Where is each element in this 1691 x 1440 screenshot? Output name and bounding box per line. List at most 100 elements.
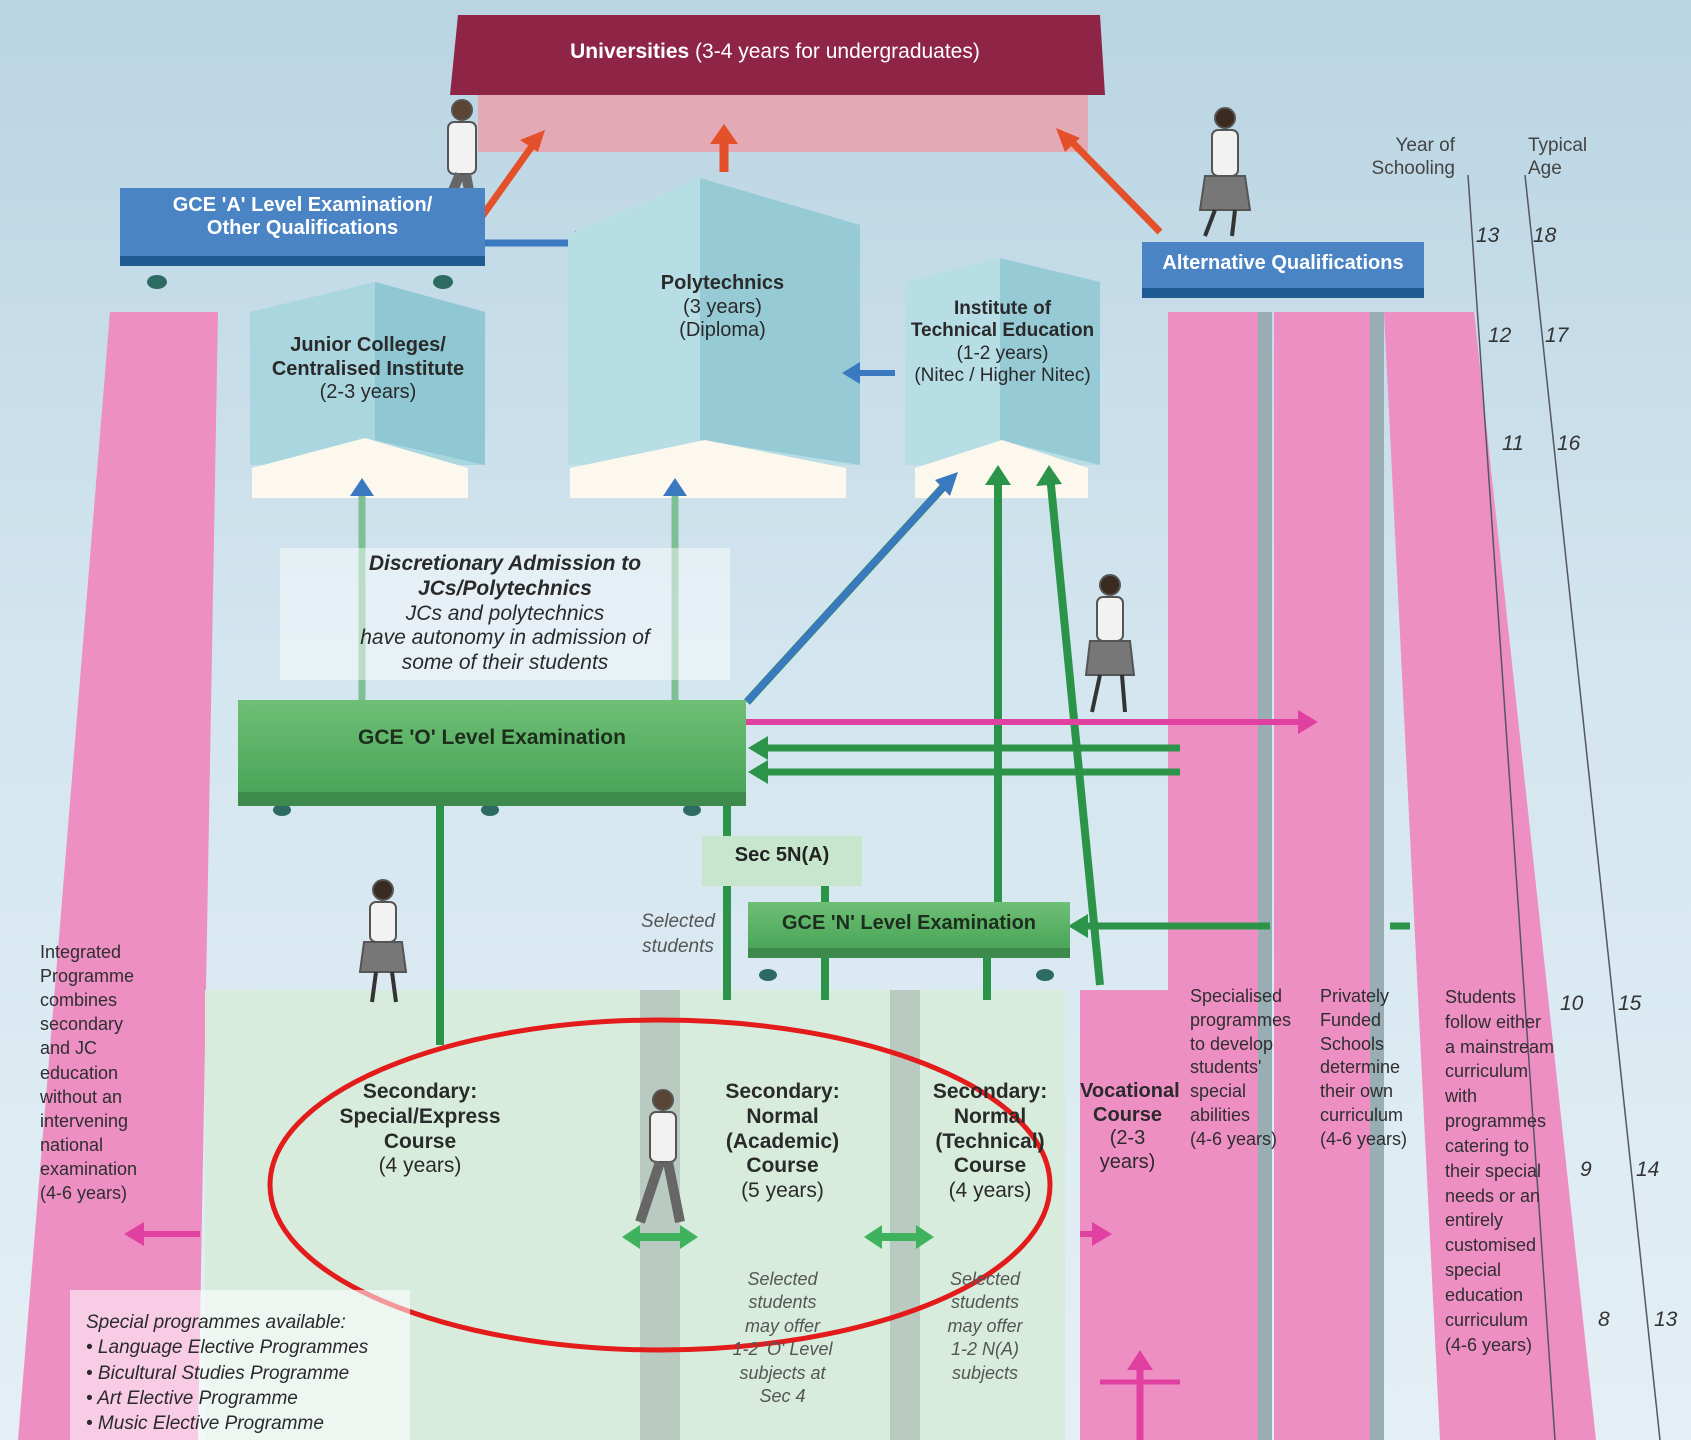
discretionary-line3: some of their students xyxy=(401,651,609,675)
nt-line1: Secondary: xyxy=(932,1080,1048,1103)
age-label-line2: Age xyxy=(1528,157,1562,179)
integrated-line: Programme xyxy=(40,966,135,987)
express-course-label: Secondary: Special/Express Course (4 yea… xyxy=(320,1080,520,1179)
ite-label: Institute of Technical Education (1-2 ye… xyxy=(905,298,1100,388)
nt-note-line: Selected xyxy=(949,1269,1021,1289)
normal-academic-label: Secondary: Normal (Academic) Course (5 y… xyxy=(700,1080,865,1204)
o-level-label: GCE 'O' Level Examination xyxy=(358,726,626,749)
specialised-line: programmes xyxy=(1190,1009,1292,1030)
privately-line: Schools xyxy=(1320,1033,1385,1054)
n-level-label: GCE 'N' Level Examination xyxy=(781,912,1037,934)
na-line1: Secondary: xyxy=(725,1080,840,1103)
universities-detail: (3-4 years for undergraduates) xyxy=(695,40,980,63)
alternative-qualifications-bar: Alternative Qualifications xyxy=(1142,242,1424,298)
voc-years1: (2-3 xyxy=(1109,1127,1146,1150)
special-ed-line: their special xyxy=(1445,1160,1542,1181)
jc-line1: Junior Colleges/ xyxy=(290,334,446,356)
specialised-line: Specialised xyxy=(1190,986,1283,1006)
integrated-line: combines xyxy=(40,990,118,1011)
scale-age: 16 xyxy=(1557,432,1581,455)
poly-years: (3 years) xyxy=(683,295,762,318)
discretionary-line1: JCs and polytechnics xyxy=(405,601,605,625)
na-note-line: Selected xyxy=(747,1269,818,1289)
scale-year: 9 xyxy=(1580,1158,1592,1181)
integrated-line: and JC xyxy=(40,1038,98,1059)
scale-year: 10 xyxy=(1560,992,1584,1015)
integrated-line: national xyxy=(40,1134,104,1155)
nt-line3: (Technical) xyxy=(935,1129,1045,1153)
special-programmes-title: Special programmes available: xyxy=(86,1312,346,1333)
special-ed-line: curriculum xyxy=(1445,1061,1529,1082)
normal-technical-label: Secondary: Normal (Technical) Course (4 … xyxy=(915,1080,1065,1204)
scale-year: 12 xyxy=(1488,324,1512,347)
age-label-line1: Typical xyxy=(1528,135,1588,156)
na-note-line: may offer xyxy=(744,1315,821,1336)
special-ed-line: special xyxy=(1445,1260,1502,1281)
specialised-line: to develop xyxy=(1190,1033,1274,1054)
express-line2: Special/Express xyxy=(339,1104,501,1128)
selected-line2: students xyxy=(642,935,714,957)
privately-line: Funded xyxy=(1320,1009,1382,1030)
scale-year: 13 xyxy=(1476,224,1500,247)
universities-title: Universities xyxy=(570,40,690,63)
express-years: (4 years) xyxy=(378,1154,462,1178)
selected-students-note: Selected students xyxy=(628,910,728,959)
scale-age: 14 xyxy=(1636,1158,1660,1181)
scale-age: 18 xyxy=(1533,224,1557,247)
privately-funded-text: Privately Funded Schools determine their… xyxy=(1320,985,1420,1151)
na-line4: Course xyxy=(746,1154,819,1178)
junior-colleges-label: Junior Colleges/ Centralised Institute (… xyxy=(252,334,484,405)
vocational-course-label: Vocational Course (2-3 years) xyxy=(1080,1080,1180,1174)
voc-line1: Vocational xyxy=(1080,1080,1180,1102)
specialised-line: abilities xyxy=(1190,1104,1251,1125)
nt-note-line: subjects xyxy=(951,1362,1019,1383)
year-label-line2: Schooling xyxy=(1371,157,1455,179)
integrated-line: examination xyxy=(40,1158,138,1179)
highlight-ellipse xyxy=(267,1017,1053,1353)
integrated-line: secondary xyxy=(40,1014,124,1035)
student-figure-o-level xyxy=(1084,574,1136,713)
jc-years: (2-3 years) xyxy=(319,381,417,404)
universities-label: Universities (3-4 years for undergraduat… xyxy=(455,40,1095,64)
ite-line2: Technical Education xyxy=(910,320,1095,342)
privately-line: determine xyxy=(1320,1057,1401,1078)
nt-line2: Normal xyxy=(953,1104,1027,1128)
special-ed-line: a mainstream xyxy=(1445,1036,1555,1057)
student-figure-alternative xyxy=(1198,107,1252,237)
special-programme-item: • Music Elective Programme xyxy=(86,1413,324,1435)
normal-technical-note: Selected students may offer 1-2 N(A) sub… xyxy=(920,1268,1050,1385)
student-figure-express xyxy=(358,879,408,1003)
scale-age: 15 xyxy=(1618,992,1642,1015)
special-programmes-box: Special programmes available: • Language… xyxy=(70,1290,410,1440)
scale-year: 11 xyxy=(1502,432,1524,455)
na-note-line: Sec 4 xyxy=(759,1385,806,1406)
typical-age-label: Typical Age xyxy=(1528,135,1608,181)
poly-award: (Diploma) xyxy=(679,319,766,342)
privately-line: curriculum xyxy=(1320,1104,1404,1125)
na-years: (5 years) xyxy=(741,1179,824,1203)
a-level-line1: GCE 'A' Level Examination/ xyxy=(172,194,433,216)
discretionary-title: Discretionary Admission to JCs/Polytechn… xyxy=(368,552,642,600)
na-note-line: 1-2 'O' Level xyxy=(732,1339,833,1360)
year-label-line1: Year of xyxy=(1395,135,1455,156)
specialised-line: (4-6 years) xyxy=(1190,1128,1278,1149)
scale-age: 13 xyxy=(1654,1308,1678,1331)
sec5na-label: Sec 5N(A) xyxy=(734,844,830,866)
specialised-line: students' xyxy=(1190,1057,1262,1078)
special-ed-line: (4-6 years) xyxy=(1445,1334,1533,1355)
selected-line1: Selected xyxy=(641,911,715,932)
ite-line1: Institute of xyxy=(953,298,1052,319)
special-programme-item: • Bicultural Studies Programme xyxy=(86,1362,350,1384)
special-ed-line: entirely xyxy=(1445,1210,1504,1231)
na-note-line: students xyxy=(748,1292,817,1313)
special-ed-line: needs or an xyxy=(1445,1185,1541,1206)
nt-note-line: may offer xyxy=(947,1315,1023,1336)
special-education-text: Students follow either a mainstream curr… xyxy=(1445,985,1565,1357)
integrated-column xyxy=(18,312,218,1440)
nt-line4: Course xyxy=(953,1154,1027,1178)
specialised-line: special xyxy=(1190,1081,1247,1101)
integrated-line: without an xyxy=(40,1086,123,1107)
student-figure-normal xyxy=(635,1089,685,1224)
year-of-schooling-label: Year of Schooling xyxy=(1355,135,1455,181)
